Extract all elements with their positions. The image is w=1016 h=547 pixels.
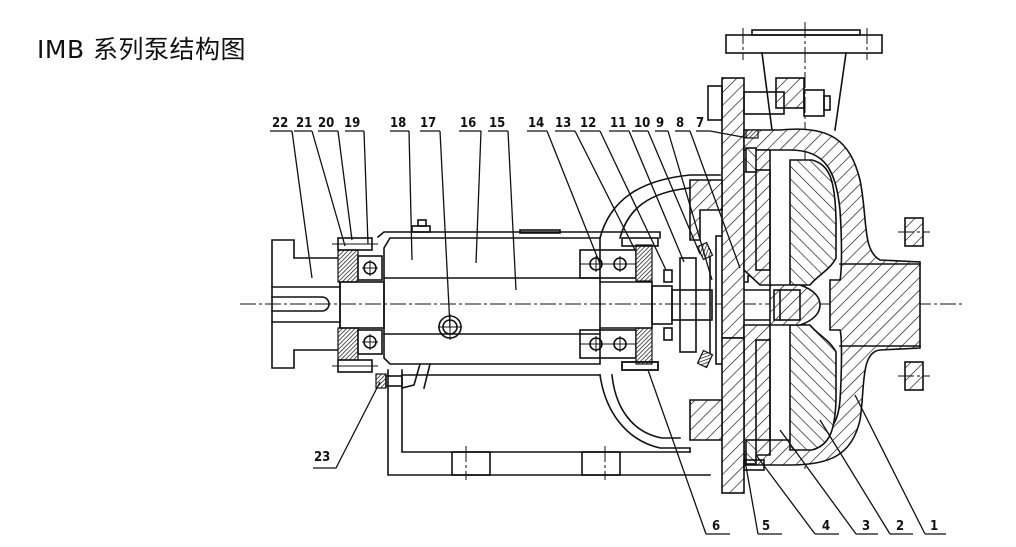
callout-12: 12 [580,116,667,271]
callout-label-22: 22 [272,116,288,131]
leader-line-1 [854,394,926,535]
bearing-end-cover-part-21 [332,237,378,373]
callout-5: 5 [743,454,782,535]
drawing-title: IMB 系列泵结构图 [37,35,247,64]
callout-label-6: 6 [712,519,720,534]
leader-line-18 [408,130,413,261]
callout-14: 14 [527,116,601,265]
leader-line-14 [546,130,601,265]
flinger-part-11 [679,257,697,353]
callout-label-23: 23 [314,450,330,465]
callout-16: 16 [459,116,482,264]
callout-23: 23 [313,381,381,469]
callout-label-8: 8 [676,116,684,131]
leader-line-11 [628,130,685,263]
leader-line-13 [574,130,637,253]
callout-20: 20 [318,116,353,241]
callout-label-1: 1 [930,519,938,534]
callout-label-18: 18 [390,116,406,131]
leader-line-22 [291,130,313,279]
callout-4: 4 [755,454,839,535]
drain-bolt-part-23 [375,373,403,389]
leader-line-19 [363,130,369,245]
left-callout: 23 [313,381,381,469]
callout-label-14: 14 [528,116,544,131]
callout-label-15: 15 [489,116,505,131]
bearing-housing-part-18 [376,219,661,365]
pump-casing-part-1 [707,22,930,470]
callout-8: 8 [675,116,741,269]
leader-line-3 [779,429,857,535]
callout-label-16: 16 [460,116,476,131]
callout-13: 13 [555,116,637,253]
callout-label-5: 5 [762,519,770,534]
callout-label-12: 12 [580,116,596,131]
leader-line-4 [755,454,816,535]
callout-17: 17 [420,116,451,328]
leader-line-10 [647,130,701,255]
callout-label-19: 19 [344,116,360,131]
leader-line-5 [743,454,759,535]
bolt-part-6 [621,361,659,371]
leader-line-12 [599,130,667,271]
callout-11: 11 [609,116,685,263]
bottom-callouts: 6 5 4 3 2 1 [647,369,946,535]
leader-line-7 [709,130,749,139]
callout-label-7: 7 [696,116,704,131]
leader-line-15 [507,130,517,291]
leader-line-17 [439,130,451,328]
callout-22: 22 [270,116,313,279]
callout-19: 19 [344,116,369,245]
leader-line-8 [689,130,741,269]
callout-7: 7 [696,116,749,139]
callout-label-9: 9 [656,116,664,131]
leader-line-6 [647,369,707,535]
callout-label-3: 3 [862,519,870,534]
callout-1: 1 [854,394,946,535]
bearing-part-19 [357,255,383,355]
bolt-part-7 [745,129,759,139]
callout-label-17: 17 [420,116,436,131]
callout-6: 6 [647,369,730,535]
callout-label-2: 2 [896,519,904,534]
pump-cover-part-3 [743,149,771,456]
impeller-part-2 [769,159,837,451]
leader-line-23 [313,381,381,469]
callout-10: 10 [632,116,701,255]
frame-bracket [387,363,711,480]
bearing-cover-part-13 [621,237,659,371]
seal-ring-part-4 [745,147,757,465]
callout-18: 18 [390,116,413,261]
callout-2: 2 [819,419,913,535]
callout-label-10: 10 [634,116,650,131]
leader-line-20 [337,130,353,241]
callout-15: 15 [488,116,517,291]
leader-line-21 [311,130,346,247]
leader-line-2 [819,419,891,535]
callout-label-20: 20 [318,116,334,131]
callout-3: 3 [779,429,878,535]
callout-label-11: 11 [610,116,626,131]
casing-flange-part-5 [689,179,765,494]
callout-label-4: 4 [822,519,830,534]
callout-label-13: 13 [555,116,571,131]
callout-9: 9 [655,116,713,281]
leader-line-9 [667,130,713,281]
leader-line-16 [475,130,482,264]
callout-21: 21 [294,116,346,247]
callout-label-21: 21 [296,116,312,131]
